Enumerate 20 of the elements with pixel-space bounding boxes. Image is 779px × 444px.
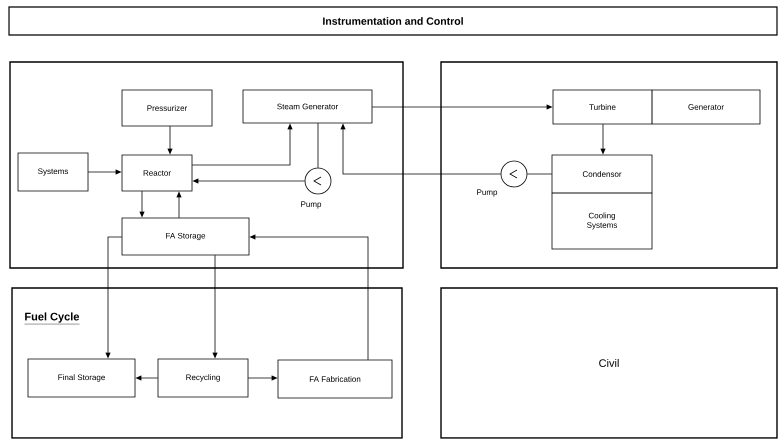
pump-symbol xyxy=(304,168,332,194)
section-frame xyxy=(9,61,404,269)
process-box: Pressurizer xyxy=(122,90,212,126)
pump-symbol xyxy=(500,160,528,188)
pump-label: Pump xyxy=(477,189,498,197)
process-box: Cooling Systems xyxy=(552,192,652,250)
section-frame: Civil xyxy=(440,287,778,439)
process-box: Systems xyxy=(18,152,88,192)
pump-label: Pump xyxy=(301,201,322,209)
process-box: Generator xyxy=(652,90,760,124)
process-box: Final Storage xyxy=(28,358,136,398)
process-box: Condensor xyxy=(552,154,652,194)
process-box: FA Storage xyxy=(122,218,250,256)
process-box: Recycling xyxy=(158,358,248,398)
process-box: Steam Generator xyxy=(242,90,372,124)
process-box: Reactor xyxy=(122,154,192,192)
process-box: FA Fabrication xyxy=(278,360,392,398)
header-band: Instrumentation and Control xyxy=(8,6,778,36)
section-frame xyxy=(440,61,778,269)
process-box: Turbine xyxy=(552,90,652,124)
